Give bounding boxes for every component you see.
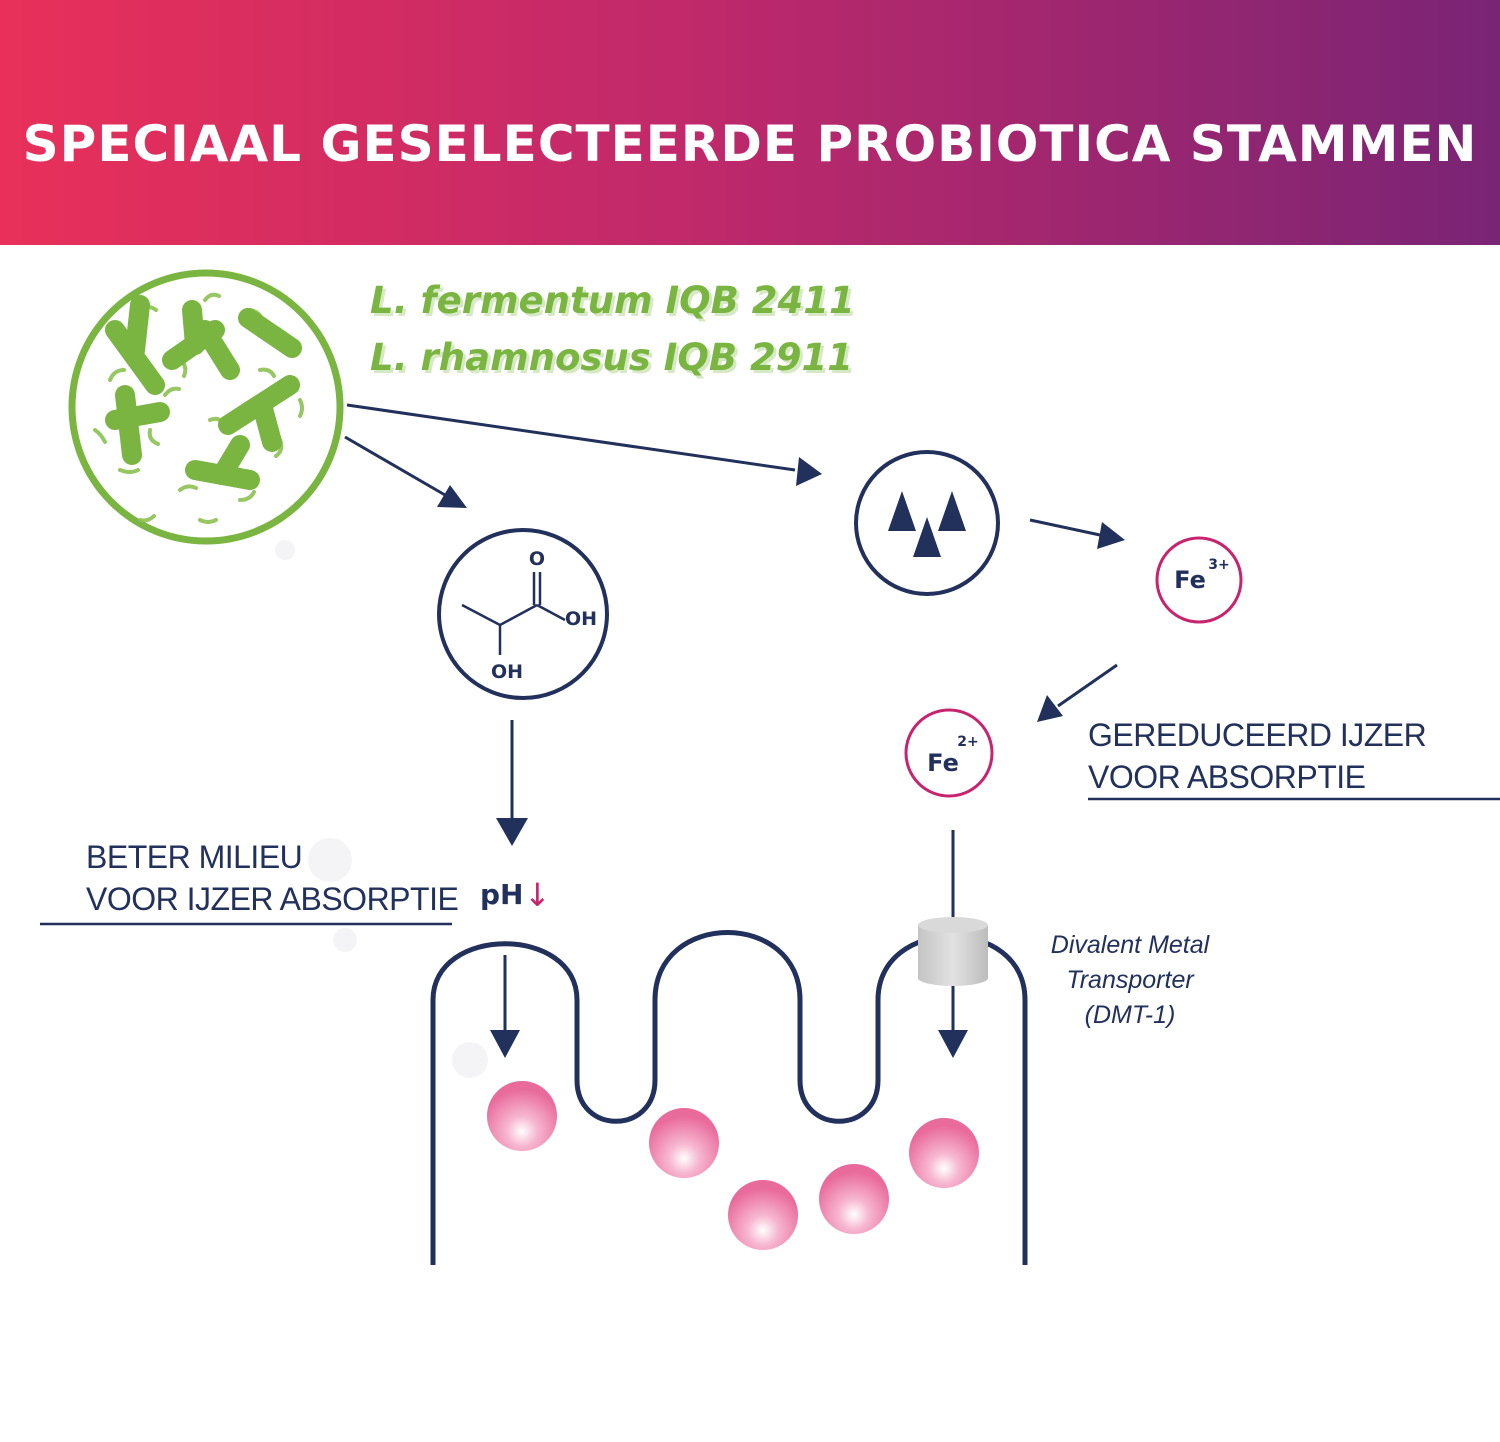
transporter-label-line-3: (DMT-1) xyxy=(1084,1001,1176,1029)
strain-label-fermentum: L. fermentum IQB 2411 xyxy=(370,279,855,322)
fe2-ion: Fe 2+ xyxy=(904,708,994,798)
ph-indicator: pH ↓ xyxy=(480,876,551,914)
cells xyxy=(487,1081,979,1250)
milieu-label-line-2: VOOR IJZER ABSORPTIE xyxy=(86,881,459,917)
arrow-acid-to-ph xyxy=(496,720,528,846)
ph-label: pH xyxy=(480,878,523,911)
cell xyxy=(487,1081,557,1151)
arrow-fe3-to-fe2 xyxy=(1037,663,1118,722)
acid-label: OH xyxy=(565,608,597,630)
cell xyxy=(819,1164,889,1234)
hydroxyl-label: OH xyxy=(491,661,523,683)
metabolite-icon xyxy=(854,450,1000,596)
fe2-charge: 2+ xyxy=(957,734,978,750)
ijzer-label-line-2: VOOR ABSORPTIE xyxy=(1088,759,1366,795)
bacteria-icon xyxy=(68,269,344,545)
background-bubbles xyxy=(275,540,488,1078)
transporter-label-line-1: Divalent Metal xyxy=(1050,931,1210,959)
arrow-bacteria-to-acid xyxy=(344,435,467,508)
fe3-ion: Fe 3+ xyxy=(1155,536,1243,624)
arrow-into-cell-right xyxy=(938,985,968,1058)
header-banner: SPECIAAL GESELECTEERDE PROBIOTICA STAMME… xyxy=(0,0,1500,245)
milieu-label-line-1: BETER MILIEU xyxy=(86,839,303,875)
fe2-symbol: Fe xyxy=(927,749,959,777)
cell xyxy=(909,1118,979,1188)
fe3-charge: 3+ xyxy=(1208,557,1229,573)
dmt1-transporter xyxy=(918,917,988,986)
flow-arrows xyxy=(344,403,1125,1058)
strain-label-rhamnosus: L. rhamnosus IQB 2911 xyxy=(370,336,853,379)
villi-outline xyxy=(430,930,1028,1265)
oxygen-label: O xyxy=(529,548,545,570)
arrow-metabolite-to-fe3 xyxy=(1029,518,1125,549)
ijzer-label-line-1: GEREDUCEERD IJZER xyxy=(1088,717,1427,753)
arrow-into-cell-left xyxy=(490,955,520,1058)
transporter-label-line-2: Transporter xyxy=(1066,966,1194,994)
fe3-symbol: Fe xyxy=(1174,566,1206,594)
arrow-bacteria-to-metabolite xyxy=(346,403,822,486)
page-title: SPECIAAL GESELECTEERDE PROBIOTICA STAMME… xyxy=(22,115,1478,173)
cell xyxy=(649,1108,719,1178)
ph-down-arrow: ↓ xyxy=(524,876,551,914)
cell xyxy=(728,1180,798,1250)
lactic-acid-icon: O OH OH xyxy=(437,528,609,700)
